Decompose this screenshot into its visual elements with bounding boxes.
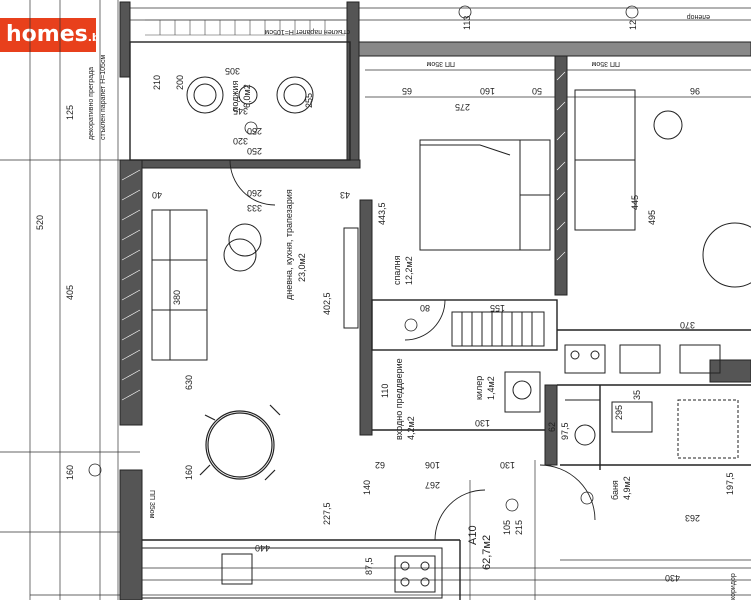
dim-113: 113 xyxy=(462,16,472,30)
room-bath-name: баня xyxy=(610,480,620,500)
coffee-table xyxy=(223,223,262,272)
note-window3: ПП 35ом xyxy=(148,490,155,519)
dim-125: 125 xyxy=(65,105,75,120)
sofa xyxy=(151,209,208,361)
room-loggia-area: 6,0м2 xyxy=(242,84,252,108)
dim-975: 97,5 xyxy=(560,422,570,440)
room-loggia-name: лоджия xyxy=(230,81,240,112)
dim-445: 445 xyxy=(630,195,640,210)
dining-table xyxy=(199,404,281,481)
dim-275: 275 xyxy=(455,102,470,112)
wall-hatching xyxy=(121,71,566,401)
dim-345: 345 xyxy=(233,106,248,116)
dim-160a: 160 xyxy=(65,465,75,480)
partitions xyxy=(129,41,751,600)
room-bedroom-name: спалня xyxy=(392,255,402,285)
room-entrance-name: входно преддверие xyxy=(394,358,404,440)
dim-105: 105 xyxy=(502,520,512,535)
dim-2275: 227,5 xyxy=(322,502,332,525)
dim-405: 405 xyxy=(65,285,75,300)
dim-260: 260 xyxy=(247,188,262,198)
boiler xyxy=(504,371,541,413)
homes-bg-logo: homes.bg xyxy=(0,18,108,52)
bed xyxy=(419,139,551,251)
dim-295: 295 xyxy=(614,405,624,420)
dim-130: 130 xyxy=(475,418,490,428)
dim-1975: 197,5 xyxy=(725,472,735,495)
note-elevator: еленор xyxy=(687,13,710,20)
loggia-chairs xyxy=(186,76,314,114)
dim-106: 106 xyxy=(425,460,440,470)
dim-520: 520 xyxy=(35,215,45,230)
dim-155: 155 xyxy=(490,303,505,313)
dim-440: 440 xyxy=(255,543,270,553)
doors xyxy=(229,159,600,541)
dim-320: 320 xyxy=(233,136,248,146)
note-railing: стъклен парапет Н=105см xyxy=(265,28,350,35)
dim-80: 80 xyxy=(420,303,430,313)
room-storage-name: килер xyxy=(474,376,484,400)
dim-333: 333 xyxy=(247,203,262,213)
dim-4025: 402,5 xyxy=(322,292,332,315)
unit-area: 62,7м2 xyxy=(481,535,493,570)
dim-380: 380 xyxy=(172,290,182,305)
dim-210: 210 xyxy=(152,75,162,90)
dim-250a: 250 xyxy=(247,126,262,136)
kitchen-counter xyxy=(141,344,721,599)
dim-4435: 443,5 xyxy=(377,202,387,225)
dim-370: 370 xyxy=(680,320,695,330)
dim-160c: 160 xyxy=(480,86,495,96)
dim-630: 630 xyxy=(184,375,194,390)
wardrobe xyxy=(451,311,545,347)
room-living-name: дневна, кухня, трапезария xyxy=(284,189,294,300)
dim-43: 43 xyxy=(340,190,350,200)
notes: стъклен парапет Н=105см декоративно прег… xyxy=(88,13,737,600)
dimension-labels: 520 125 405 630 160 160 380 402,5 227,5 … xyxy=(35,16,735,583)
room-living-area: 23,0м2 xyxy=(297,253,307,282)
dim-62b: 62 xyxy=(547,422,557,432)
neighbour-furniture xyxy=(574,89,751,288)
dim-495: 495 xyxy=(647,210,657,225)
unit-code: А10 xyxy=(467,525,479,545)
dim-12: 12 xyxy=(628,20,638,30)
note-corridor: коридор xyxy=(730,573,737,600)
tv-unit xyxy=(343,227,359,329)
room-storage-area: 1,4м2 xyxy=(486,376,496,400)
bathroom-fixtures xyxy=(574,399,739,459)
dim-430: 430 xyxy=(665,573,680,583)
walls xyxy=(119,1,751,600)
dim-267: 267 xyxy=(425,480,440,490)
dim-110: 110 xyxy=(380,384,390,398)
dim-65: 65 xyxy=(402,86,412,96)
dim-305: 305 xyxy=(225,66,240,76)
dim-130b: 130 xyxy=(500,460,515,470)
note-decorative: декоративно преграда xyxy=(88,67,95,140)
dim-140: 140 xyxy=(362,480,372,495)
dim-160b: 160 xyxy=(184,465,194,480)
room-bedroom-area: 12,2м2 xyxy=(404,256,414,285)
dim-263: 263 xyxy=(685,513,700,523)
note-window2: ПП 35ом xyxy=(591,60,620,67)
dim-62a: 62 xyxy=(375,460,385,470)
loggia-railing xyxy=(145,19,345,36)
dim-35: 35 xyxy=(632,390,642,400)
dim-255: 255 xyxy=(304,93,314,108)
room-bath-area: 4,9м2 xyxy=(622,476,632,500)
callout-circles xyxy=(88,5,639,512)
room-labels: дневна, кухня, трапезария 23,0м2 спалня … xyxy=(230,81,632,570)
dim-875: 87,5 xyxy=(364,557,374,575)
note-decorative-railing: стъклен парапет Н=105см xyxy=(100,55,107,140)
dim-250b: 250 xyxy=(247,146,262,156)
dim-50: 50 xyxy=(532,86,542,96)
dim-96: 96 xyxy=(690,86,700,96)
dim-215: 215 xyxy=(514,520,524,535)
note-window1: ПП 35ом xyxy=(426,60,455,67)
room-entrance-area: 4,2м2 xyxy=(406,416,416,440)
dim-200: 200 xyxy=(175,75,185,90)
dim-40: 40 xyxy=(152,190,162,200)
